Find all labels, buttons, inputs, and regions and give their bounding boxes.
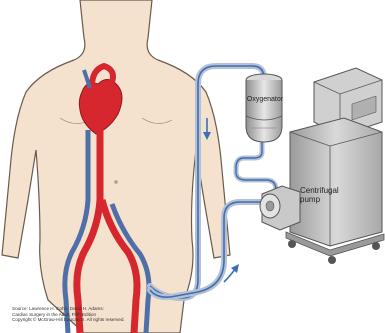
source-credit: Source: Lawrence H. Cohn, David H. Adams… <box>12 306 125 323</box>
oxygenator <box>246 74 282 142</box>
centrifugal-pump <box>260 186 300 230</box>
wheel-back-right <box>372 242 380 250</box>
pump-label-line1: Centrifugal <box>300 186 344 195</box>
credit-line-3: Copyright © McGraw-Hill Education. All r… <box>12 317 125 323</box>
navel <box>114 180 118 184</box>
heart-lung-machine <box>286 68 384 264</box>
pump-label-line2: pump <box>300 195 344 204</box>
oxygenator-to-pump-tube <box>236 142 276 190</box>
wheel-front-left <box>288 240 296 248</box>
centrifugal-pump-label: Centrifugal pump <box>300 186 344 204</box>
oxygenator-label: Oxygenator <box>246 96 284 103</box>
wheel-front-right <box>328 256 336 264</box>
